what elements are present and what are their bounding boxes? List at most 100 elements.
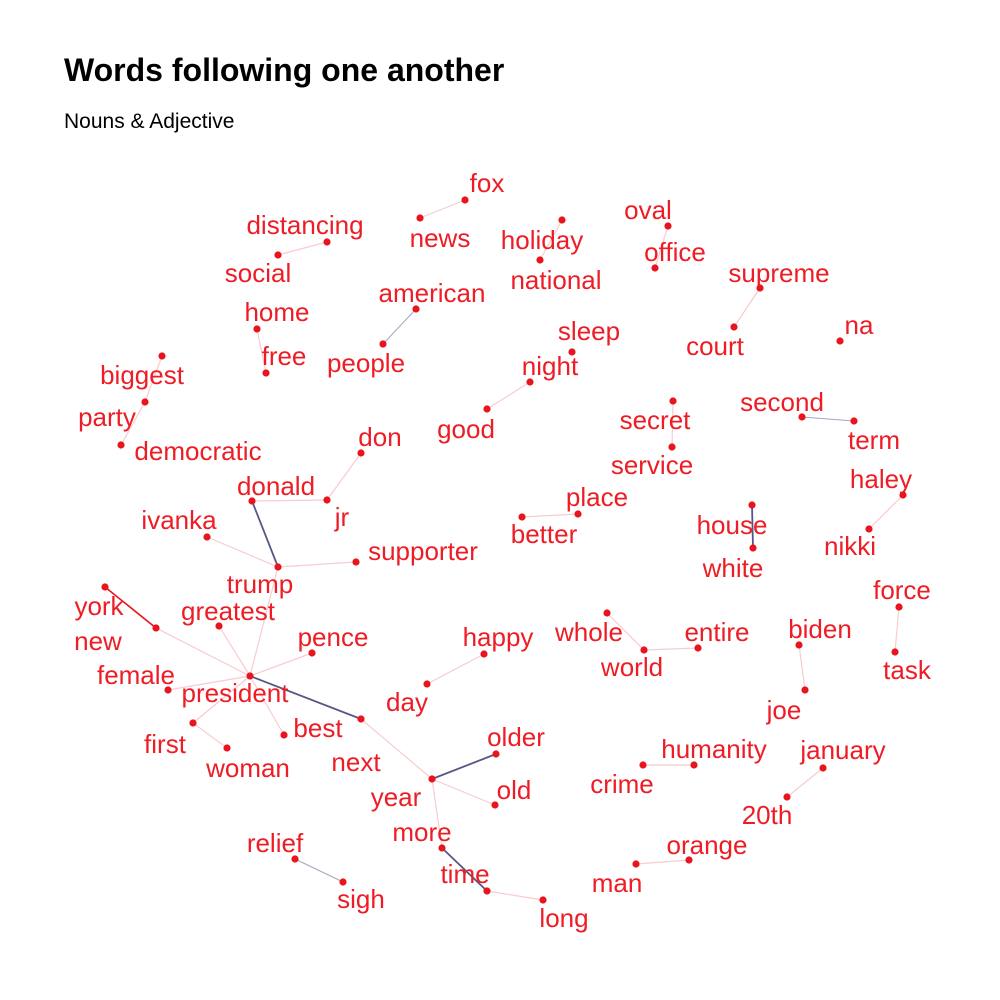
node-dot-woman — [223, 744, 231, 752]
node-dot-sigh — [339, 878, 347, 886]
node-dot-joe — [801, 686, 809, 694]
node-dot-national — [536, 256, 544, 264]
node-dot-man — [632, 860, 640, 868]
node-label-best: best — [293, 713, 343, 743]
node-label-office: office — [644, 237, 706, 267]
node-dot-service — [668, 443, 676, 451]
node-label-force: force — [873, 575, 931, 605]
edge-good-night — [486, 381, 531, 410]
node-label-democratic: democratic — [134, 436, 261, 466]
node-label-long: long — [539, 903, 588, 933]
node-label-jr: jr — [334, 502, 350, 532]
node-label-white: white — [702, 553, 764, 583]
edge-first-woman — [192, 722, 228, 749]
node-label-donald: donald — [237, 471, 315, 501]
edge-new-york — [104, 586, 157, 629]
node-label-term: term — [848, 425, 900, 455]
node-dot-court — [730, 323, 738, 331]
node-label-don: don — [358, 422, 401, 452]
node-dot-long — [539, 896, 547, 904]
edge-day-happy — [426, 653, 485, 685]
node-label-good: good — [437, 414, 495, 444]
node-label-secret: secret — [620, 405, 692, 435]
edge-new-president — [155, 627, 251, 677]
node-label-older: older — [487, 722, 545, 752]
edge-first-president — [192, 675, 251, 724]
node-dot-day — [423, 680, 431, 688]
node-label-pence: pence — [298, 622, 369, 652]
node-label-home: home — [244, 297, 309, 327]
node-label-trump: trump — [227, 569, 293, 599]
edge-white-house — [751, 504, 754, 549]
node-label-january: january — [799, 735, 885, 765]
node-dot-people — [379, 340, 387, 348]
edge-secret-service — [671, 400, 674, 448]
node-dot-oval — [664, 222, 672, 230]
node-label-american: american — [379, 278, 486, 308]
edge-party-democratic — [120, 401, 146, 446]
node-dot-nikki — [865, 525, 873, 533]
edge-donald-jr — [251, 499, 328, 502]
node-dot-donald — [248, 497, 256, 505]
edge-task-force — [894, 606, 900, 653]
node-label-fox: fox — [470, 168, 505, 198]
edge-best-president — [249, 675, 285, 736]
edge-joe-biden — [798, 644, 806, 691]
edge-year-older — [431, 753, 497, 780]
node-dot-free — [262, 369, 270, 377]
edge-people-american — [382, 308, 417, 345]
node-label-next: next — [331, 747, 381, 777]
node-dot-force — [895, 603, 903, 611]
edge-office-oval — [654, 225, 669, 269]
node-dot-na — [836, 337, 844, 345]
edge-free-home — [256, 328, 267, 374]
chart-title: Words following one another — [64, 52, 505, 88]
node-label-nikki: nikki — [824, 531, 876, 561]
node-label-orange: orange — [667, 830, 748, 860]
node-label-humanity: humanity — [661, 734, 767, 764]
node-dot-entire — [694, 644, 702, 652]
edge-greatest-president — [218, 625, 251, 677]
edge-biggest-party — [144, 355, 163, 403]
chart-subtitle: Nouns & Adjective — [64, 110, 235, 133]
node-label-service: service — [611, 450, 693, 480]
node-layer — [101, 196, 907, 904]
edge-trump-president — [249, 566, 279, 677]
node-label-female: female — [97, 660, 175, 690]
edge-nikki-haley — [868, 494, 904, 530]
node-label-biden: biden — [788, 614, 852, 644]
edge-next-president — [249, 675, 362, 720]
node-dot-jr — [323, 496, 331, 504]
node-label-entire: entire — [684, 617, 749, 647]
node-dot-office — [651, 264, 659, 272]
node-dot-fox — [461, 196, 469, 204]
node-dot-white — [749, 544, 757, 552]
node-dot-news — [416, 214, 424, 222]
node-dot-greatest — [215, 622, 223, 630]
edge-better-place — [521, 513, 579, 518]
node-label-man: man — [592, 868, 643, 898]
node-dot-secret — [669, 397, 677, 405]
node-label-happy: happy — [463, 622, 534, 652]
node-dot-supporter — [352, 558, 360, 566]
edge-court-supreme — [733, 287, 761, 328]
node-label-whole: whole — [554, 617, 623, 647]
node-dot-year — [428, 775, 436, 783]
node-label-national: national — [510, 265, 601, 295]
node-dot-distancing — [323, 238, 331, 246]
edge-20th-january — [786, 767, 824, 798]
edge-next-year — [360, 718, 433, 780]
node-dot-president — [246, 672, 254, 680]
node-label-supporter: supporter — [368, 536, 478, 566]
node-label-new: new — [74, 626, 122, 656]
node-label-task: task — [883, 655, 932, 685]
node-label-people: people — [327, 348, 405, 378]
node-dot-trump — [274, 563, 282, 571]
node-label-biggest: biggest — [100, 360, 185, 390]
node-label-president: president — [182, 678, 290, 708]
node-label-house: house — [697, 510, 768, 540]
node-dot-holiday — [558, 216, 566, 224]
node-dot-new — [152, 624, 160, 632]
node-label-party: party — [78, 402, 136, 432]
